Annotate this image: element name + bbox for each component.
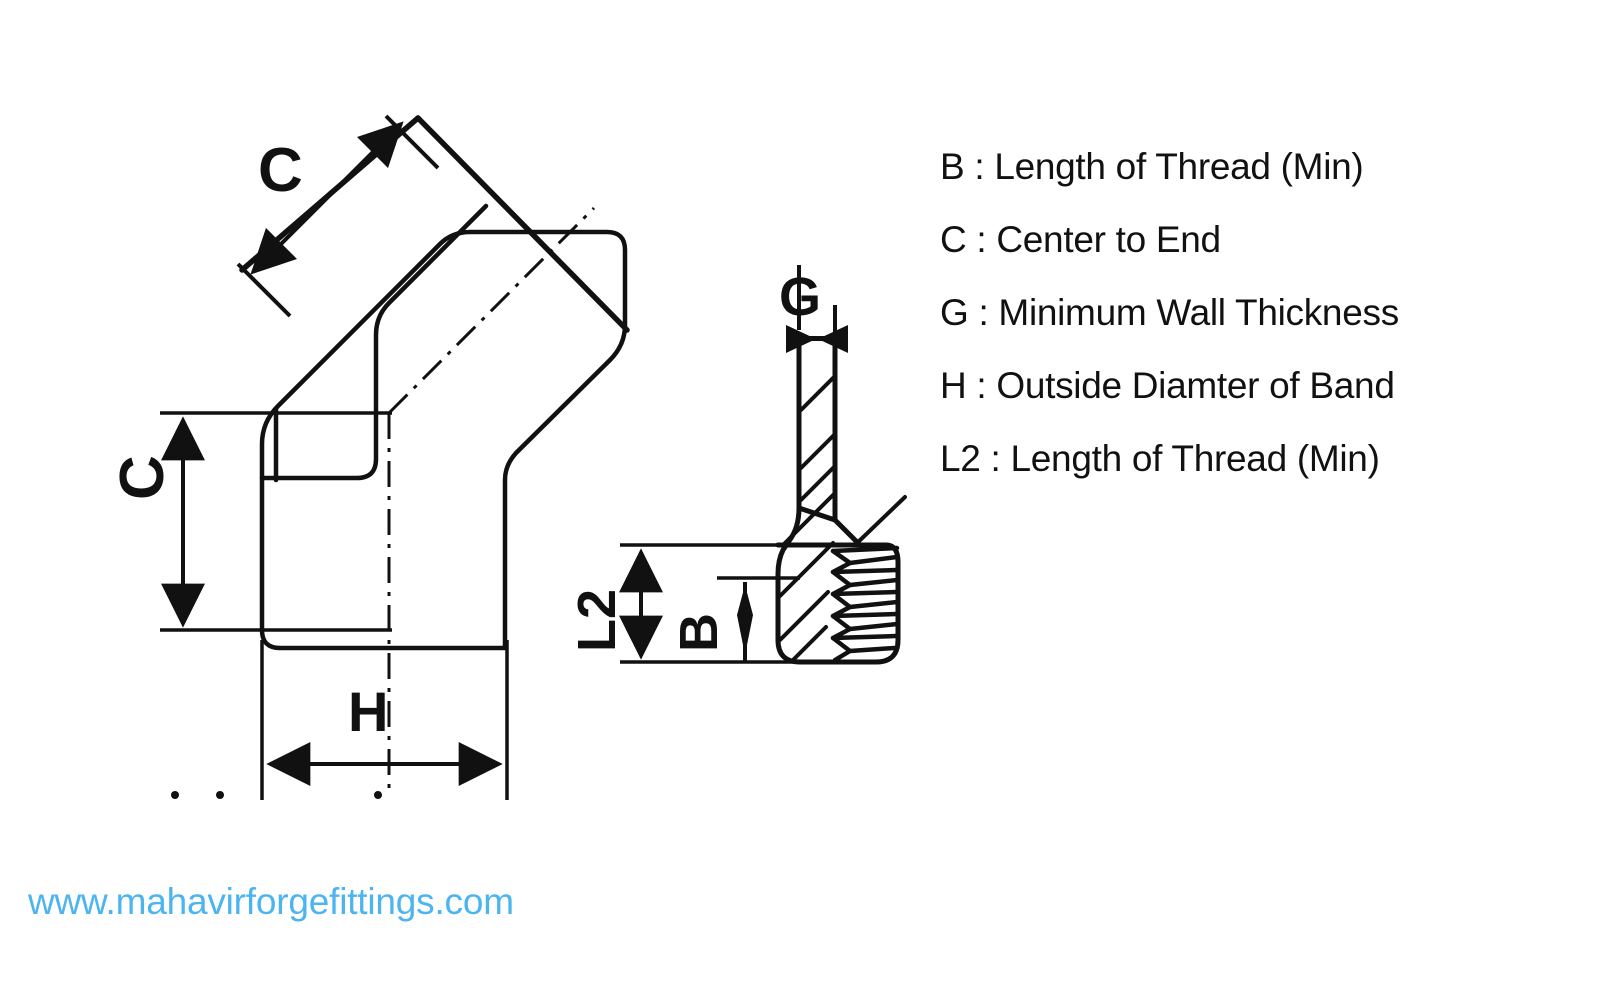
section-hatching: [778, 336, 837, 662]
legend-item-b: B : Length of Thread (Min): [940, 146, 1364, 187]
thread-profile: [830, 545, 900, 663]
legend-item-g: G : Minimum Wall Thickness: [940, 292, 1399, 333]
dimension-label-g: G: [779, 267, 822, 327]
dimension-label-c-diagonal: C: [258, 136, 303, 205]
dimension-label-h: H: [348, 680, 389, 743]
dimension-g: [786, 265, 848, 353]
dimension-label-l2: L2: [567, 588, 627, 652]
leader-line: [853, 495, 907, 547]
dimension-c-vertical: [160, 411, 392, 632]
dimension-label-c-vertical: C: [108, 455, 177, 500]
legend-item-l2: L2 : Length of Thread (Min): [940, 438, 1380, 479]
legend-item-c: C : Center to End: [940, 219, 1221, 260]
legend-item-h: H : Outside Diamter of Band: [940, 365, 1395, 406]
bottom-artifact-dots: [171, 791, 382, 799]
dimension-label-b: B: [669, 613, 729, 652]
dimension-c-diagonal: [236, 114, 440, 318]
threaded-end-body: [775, 335, 901, 665]
dimension-h: [260, 640, 509, 800]
dimension-legend: B : Length of Thread (Min) C : Center to…: [940, 148, 1560, 513]
dimension-b: [717, 576, 800, 662]
dimension-l2: [619, 543, 800, 664]
watermark-url: www.mahavirforgefittings.com: [28, 881, 514, 922]
